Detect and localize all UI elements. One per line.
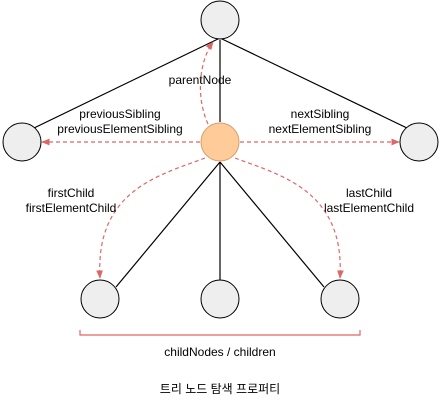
label-child-nodes: childNodes / children	[164, 345, 275, 359]
edge-current-child1	[115, 161, 221, 288]
label-next-sibling: nextSibling	[291, 107, 350, 121]
arrow-last-child	[234, 157, 344, 279]
child-node-2	[200, 279, 240, 319]
tree-edges	[33, 37, 408, 288]
navigation-arrows	[41, 41, 400, 279]
label-first-element-child: firstElementChild	[26, 201, 117, 215]
child-node-3	[320, 279, 360, 319]
arrow-parent-node	[199, 41, 214, 125]
top-node	[200, 0, 240, 40]
children-bracket	[79, 330, 361, 336]
diagram-caption: 트리 노드 탐색 프로퍼티	[160, 382, 280, 396]
edge-top-right	[219, 37, 408, 129]
edge-top-left	[33, 37, 221, 129]
right-sibling-node	[399, 122, 439, 162]
child-node-1	[80, 279, 120, 319]
label-last-element-child: lastElementChild	[324, 201, 414, 215]
label-last-child: lastChild	[346, 186, 392, 200]
arrow-first-child	[96, 157, 206, 279]
label-previous-element-sibling: previousElementSibling	[57, 122, 182, 136]
label-next-element-sibling: nextElementSibling	[269, 122, 372, 136]
left-sibling-node	[2, 122, 42, 162]
label-parent-node: parentNode	[169, 73, 232, 87]
current-node	[200, 122, 240, 162]
edge-current-child3	[219, 161, 325, 288]
label-first-child: firstChild	[48, 186, 95, 200]
label-previous-sibling: previousSibling	[79, 107, 160, 121]
